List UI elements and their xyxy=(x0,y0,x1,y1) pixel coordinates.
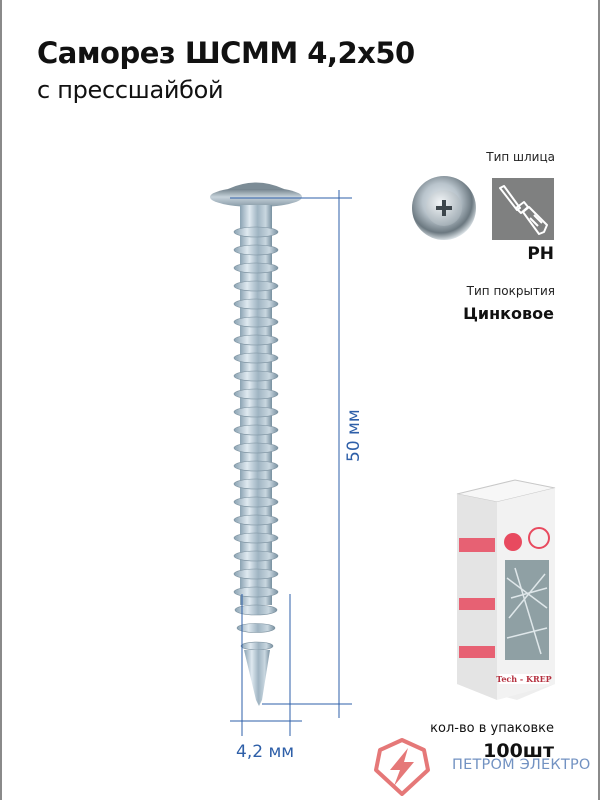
watermark-text: ПЕТРОМ ЭЛЕКТРО xyxy=(452,757,591,773)
diameter-dimension-label: 4,2 мм xyxy=(236,742,295,762)
screwdriver-icon xyxy=(492,178,554,240)
package-quantity-value: 100шт xyxy=(483,740,554,762)
length-dimension-label: 50 мм xyxy=(344,409,364,462)
coating-value: Цинковое xyxy=(463,304,554,323)
frame-border-left xyxy=(0,0,2,800)
coating-label: Тип покрытия xyxy=(466,284,555,298)
product-title: Саморез ШСММ 4,2х50 xyxy=(37,36,415,70)
package-box-image: Tech - KREP xyxy=(456,479,556,700)
package-brand: Tech - KREP xyxy=(496,674,551,684)
phillips-head-icon xyxy=(412,176,476,240)
slot-type-value: PH xyxy=(527,244,554,264)
lightning-hexagon-icon xyxy=(374,738,430,796)
product-subtitle: с прессшайбой xyxy=(37,76,224,104)
package-quantity-label: кол-во в упаковке xyxy=(430,721,554,736)
frame-border-right xyxy=(598,0,600,800)
slot-type-label: Тип шлица xyxy=(486,150,555,164)
